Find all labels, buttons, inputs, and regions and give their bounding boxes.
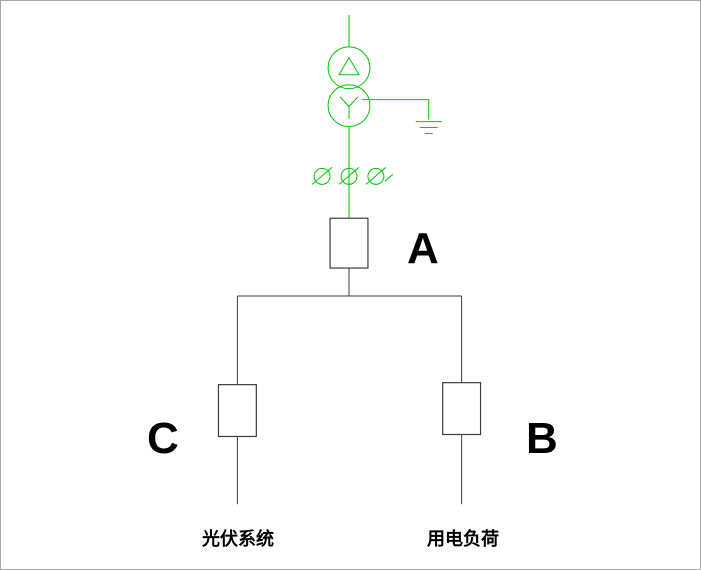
breaker-b-label: B — [526, 414, 558, 463]
ground-icon — [361, 99, 442, 135]
breaker-a-box — [329, 217, 369, 269]
pv-system-label: 光伏系统 — [202, 529, 274, 549]
breaker-b-box — [442, 382, 482, 436]
ct-meter-icons — [311, 126, 394, 219]
delta-wye-transformer-icon — [327, 14, 371, 128]
breaker-boxes — [217, 217, 482, 438]
breaker-a-label: A — [407, 224, 439, 273]
breaker-c-box — [217, 384, 257, 438]
feeder-lines — [236, 268, 463, 505]
breaker-c-label: C — [147, 414, 179, 463]
load-label: 用电负荷 — [427, 529, 499, 549]
